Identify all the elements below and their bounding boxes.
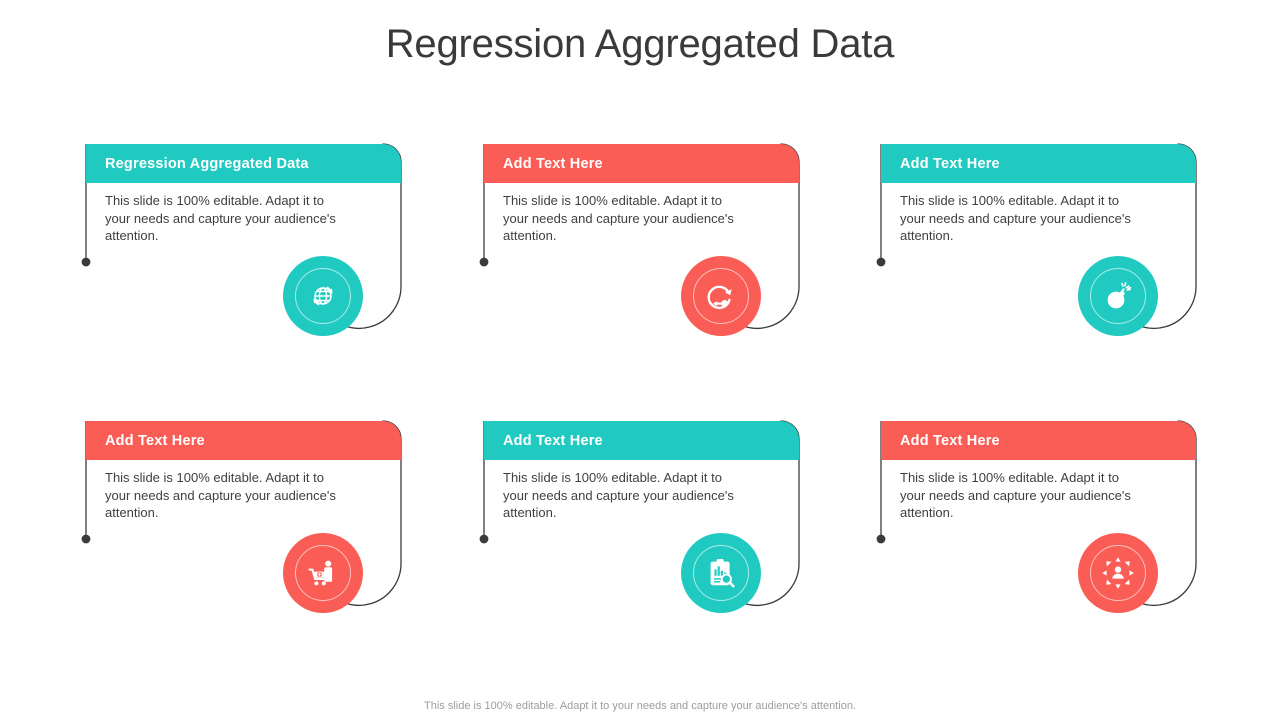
card-header: Add Text Here xyxy=(881,144,1196,183)
cycle-arrows-icon xyxy=(704,279,738,313)
card-header: Regression Aggregated Data xyxy=(86,144,401,183)
page-title: Regression Aggregated Data xyxy=(385,22,895,66)
card-body-text: This slide is 100% editable. Adapt it to… xyxy=(105,193,336,243)
card-body-text: This slide is 100% editable. Adapt it to… xyxy=(900,470,1131,520)
network-person-icon xyxy=(1101,556,1135,590)
card-left-dot xyxy=(81,257,91,267)
card-title: Add Text Here xyxy=(900,155,1000,172)
card-left-dot xyxy=(479,257,489,267)
card-left-dot xyxy=(479,534,489,544)
card-body-text: This slide is 100% editable. Adapt it to… xyxy=(900,193,1131,243)
card-icon-badge[interactable] xyxy=(283,256,363,336)
icon-inner-ring xyxy=(295,268,351,324)
card-title: Regression Aggregated Data xyxy=(105,155,309,172)
card-header: Add Text Here xyxy=(484,144,799,183)
slide-footer-note: This slide is 100% editable. Adapt it to… xyxy=(424,700,856,712)
card-title: Add Text Here xyxy=(900,432,1000,449)
card-title: Add Text Here xyxy=(503,155,603,172)
icon-inner-ring xyxy=(693,545,749,601)
icon-inner-ring xyxy=(1090,545,1146,601)
card-icon-badge[interactable] xyxy=(681,256,761,336)
card-header: Add Text Here xyxy=(484,421,799,460)
icon-inner-ring xyxy=(1090,268,1146,324)
card-left-dot xyxy=(81,534,91,544)
shopping-cart-person-icon xyxy=(306,556,340,590)
globe-refresh-icon xyxy=(306,279,340,313)
card-icon-badge[interactable] xyxy=(1078,256,1158,336)
card-left-dot xyxy=(876,534,886,544)
card-icon-badge[interactable] xyxy=(283,533,363,613)
card-left-dot xyxy=(876,257,886,267)
card-body-text: This slide is 100% editable. Adapt it to… xyxy=(503,193,734,243)
clipboard-search-icon xyxy=(704,556,738,590)
card-title: Add Text Here xyxy=(503,432,603,449)
bomb-icon xyxy=(1101,279,1135,313)
card-header: Add Text Here xyxy=(881,421,1196,460)
card-icon-badge[interactable] xyxy=(1078,533,1158,613)
card-icon-badge[interactable] xyxy=(681,533,761,613)
card-header: Add Text Here xyxy=(86,421,401,460)
card-body-text: This slide is 100% editable. Adapt it to… xyxy=(503,470,734,520)
icon-inner-ring xyxy=(693,268,749,324)
card-body-text: This slide is 100% editable. Adapt it to… xyxy=(105,470,336,520)
icon-inner-ring xyxy=(295,545,351,601)
card-title: Add Text Here xyxy=(105,432,205,449)
